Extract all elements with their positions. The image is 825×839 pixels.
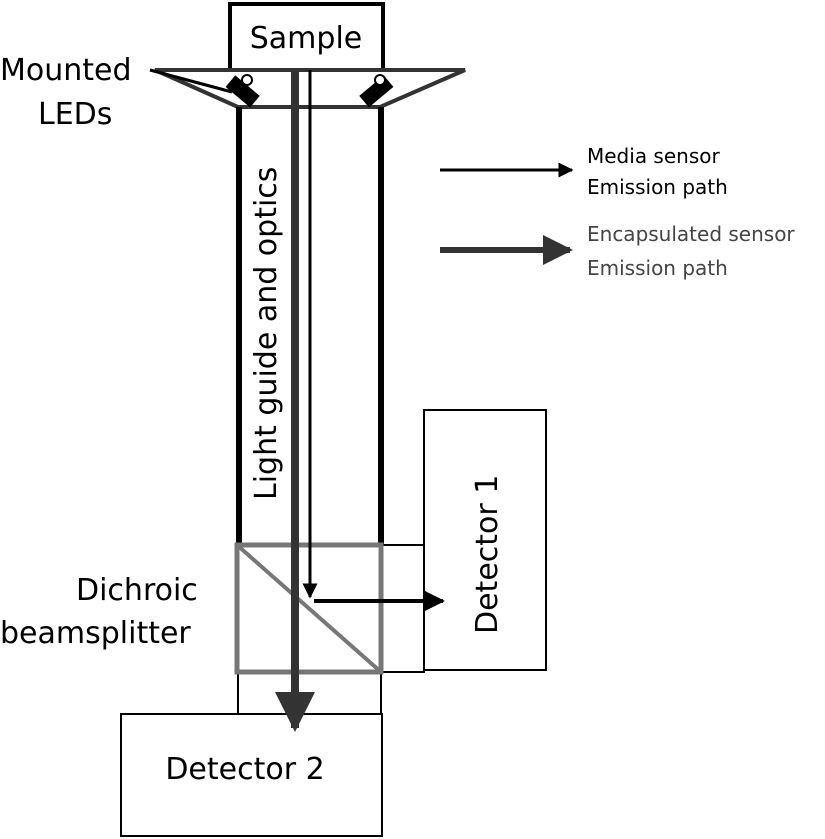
dichroic-label-line2: beamsplitter: [0, 616, 191, 651]
legend-encapsulated-line2: Emission path: [587, 256, 728, 280]
light-guide-label: Light guide and optics: [249, 167, 284, 500]
legend-media-line2: Emission path: [587, 175, 728, 199]
legend-encapsulated-line1: Encapsulated sensor: [587, 222, 795, 246]
mounted-leds-label-line1: Mounted: [0, 53, 132, 88]
sample-label: Sample: [250, 21, 363, 56]
legend-media-line1: Media sensor: [587, 144, 720, 168]
detector2-box: [120, 713, 383, 837]
led-right-icon: [359, 74, 394, 108]
detector1-label: Detector 1: [470, 475, 505, 634]
legend: Media sensor Emission path Encapsulated …: [440, 144, 795, 280]
detector2-label: Detector 2: [165, 752, 324, 787]
detector1-coupling: [380, 544, 425, 673]
detector1-box: [423, 409, 547, 671]
lower-tube: [237, 671, 382, 715]
mounted-leds-label-line2: LEDs: [38, 97, 112, 132]
dichroic-label-line1: Dichroic: [76, 573, 198, 608]
beamsplitter-diagonal: [235, 543, 383, 674]
leds-leader-line: [149, 68, 233, 94]
led-left-icon: [225, 74, 260, 108]
